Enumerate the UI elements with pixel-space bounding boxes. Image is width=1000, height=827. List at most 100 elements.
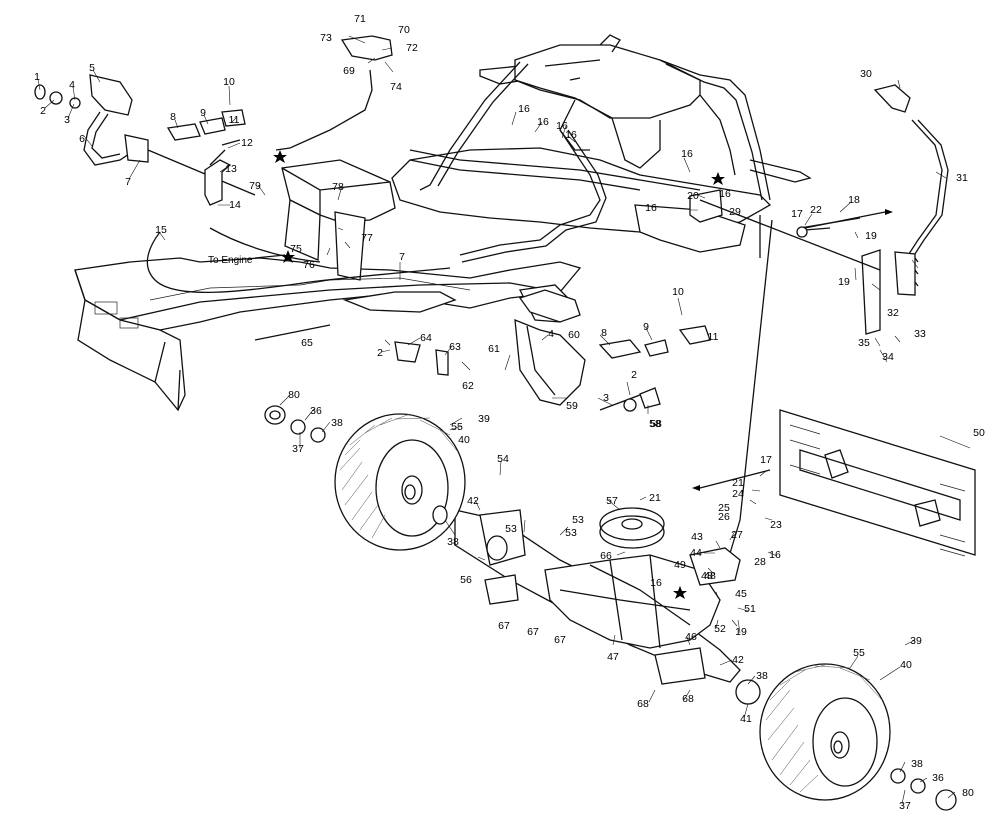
rear-axle-assembly — [454, 209, 893, 705]
part-label: 22 — [810, 204, 822, 216]
part-label: 16 — [645, 202, 657, 214]
part-label: 16 — [681, 148, 693, 160]
part-label: 19 — [838, 276, 850, 288]
part-label: 20 — [687, 190, 699, 202]
part-label: 21 — [732, 477, 744, 489]
part-label: 51 — [744, 603, 756, 615]
part-label: 16 — [565, 129, 577, 141]
part-label: 39 — [910, 635, 922, 647]
part-label: 44 — [690, 547, 702, 559]
part-label: 16 — [650, 577, 662, 589]
part-label: 67 — [554, 634, 566, 646]
part-label: 37 — [292, 443, 304, 455]
part-label: 3 — [64, 114, 70, 126]
part-label: 64 — [420, 332, 432, 344]
part-label: 5 — [89, 62, 95, 74]
star-markers — [273, 150, 725, 599]
part-label: 32 — [887, 307, 899, 319]
part-label: 38 — [911, 758, 923, 770]
part-label: 2 — [631, 369, 637, 381]
part-label: 61 — [488, 343, 500, 355]
part-label: 14 — [229, 199, 241, 211]
small-hardware — [34, 84, 957, 811]
part-label: 16 — [769, 549, 781, 561]
part-label: 43 — [691, 531, 703, 543]
part-label: 8 — [601, 327, 607, 339]
part-label: 50 — [973, 427, 985, 439]
part-label: 33 — [914, 328, 926, 340]
part-label: 2 — [40, 105, 46, 117]
part-label: 30 — [860, 68, 872, 80]
part-label: 13 — [225, 163, 237, 175]
part-label: 73 — [320, 32, 332, 44]
star-icon — [711, 172, 725, 185]
part-label: 69 — [343, 65, 355, 77]
part-label: 6 — [79, 133, 85, 145]
part-label: 42 — [467, 495, 479, 507]
part-label: 11 — [708, 331, 719, 343]
part-label: 53 — [505, 523, 517, 535]
part-label: 77 — [361, 232, 373, 244]
part-label: 38 — [331, 417, 343, 429]
part-label: 7 — [399, 251, 405, 263]
part-label: 17 — [791, 208, 803, 220]
part-label: 58 — [650, 418, 662, 430]
part-label: 18 — [848, 194, 860, 206]
part-label: 66 — [600, 550, 612, 562]
rear-bumper — [779, 409, 976, 557]
star-icon — [273, 150, 287, 163]
part-label: 35 — [858, 337, 870, 349]
part-label: 40 — [458, 434, 470, 446]
part-label: 31 — [956, 172, 968, 184]
part-label: 7 — [125, 176, 131, 188]
part-label: 53 — [572, 514, 584, 526]
part-label: 10 — [672, 286, 684, 298]
part-labels: 1 2 3 4 5 6 7 8 9 10 11 12 13 14 15 16 1… — [34, 13, 985, 812]
part-label: 80 — [962, 787, 974, 799]
part-label: 19 — [735, 626, 747, 638]
left-rear-wheel — [334, 413, 466, 551]
part-label: 3 — [603, 392, 609, 404]
part-label: 46 — [685, 631, 697, 643]
part-label: 8 — [170, 111, 176, 123]
part-label: 4 — [548, 328, 554, 340]
part-label: 42 — [732, 654, 744, 666]
right-rear-wheel — [759, 663, 891, 801]
part-label: 68 — [637, 698, 649, 710]
star-icon — [281, 250, 295, 263]
part-label: 4 — [69, 79, 75, 91]
part-label: 59 — [566, 400, 578, 412]
part-label: 29 — [729, 206, 741, 218]
part-label: 16 — [719, 188, 731, 200]
star-icon — [673, 586, 687, 599]
part-label: 47 — [607, 651, 619, 663]
part-label: 39 — [478, 413, 490, 425]
part-label: 79 — [249, 180, 261, 192]
main-frame — [74, 34, 949, 581]
part-label: 67 — [527, 626, 539, 638]
part-label: 62 — [462, 380, 474, 392]
part-label: 74 — [390, 81, 402, 93]
part-label: 56 — [460, 574, 472, 586]
part-label: 58 — [649, 418, 661, 430]
part-label: 72 — [406, 42, 418, 54]
part-label: 36 — [932, 772, 944, 784]
part-label: 57 — [606, 495, 618, 507]
part-label: 17 — [760, 454, 772, 466]
part-label: 38 — [756, 670, 768, 682]
part-label: 54 — [497, 453, 509, 465]
part-label: 9 — [200, 107, 206, 119]
part-label: 26 — [718, 511, 730, 523]
part-label: 76 — [303, 259, 315, 271]
part-label: 65 — [301, 337, 313, 349]
part-label: 27 — [731, 529, 743, 541]
part-label: 55 — [853, 647, 865, 659]
part-label: 67 — [498, 620, 510, 632]
part-label: 24 — [732, 488, 744, 500]
leader-lines — [37, 35, 971, 805]
part-label: 63 — [449, 341, 461, 353]
part-label: 75 — [290, 243, 302, 255]
part-label: 2 — [377, 347, 383, 359]
part-label: 36 — [310, 405, 322, 417]
